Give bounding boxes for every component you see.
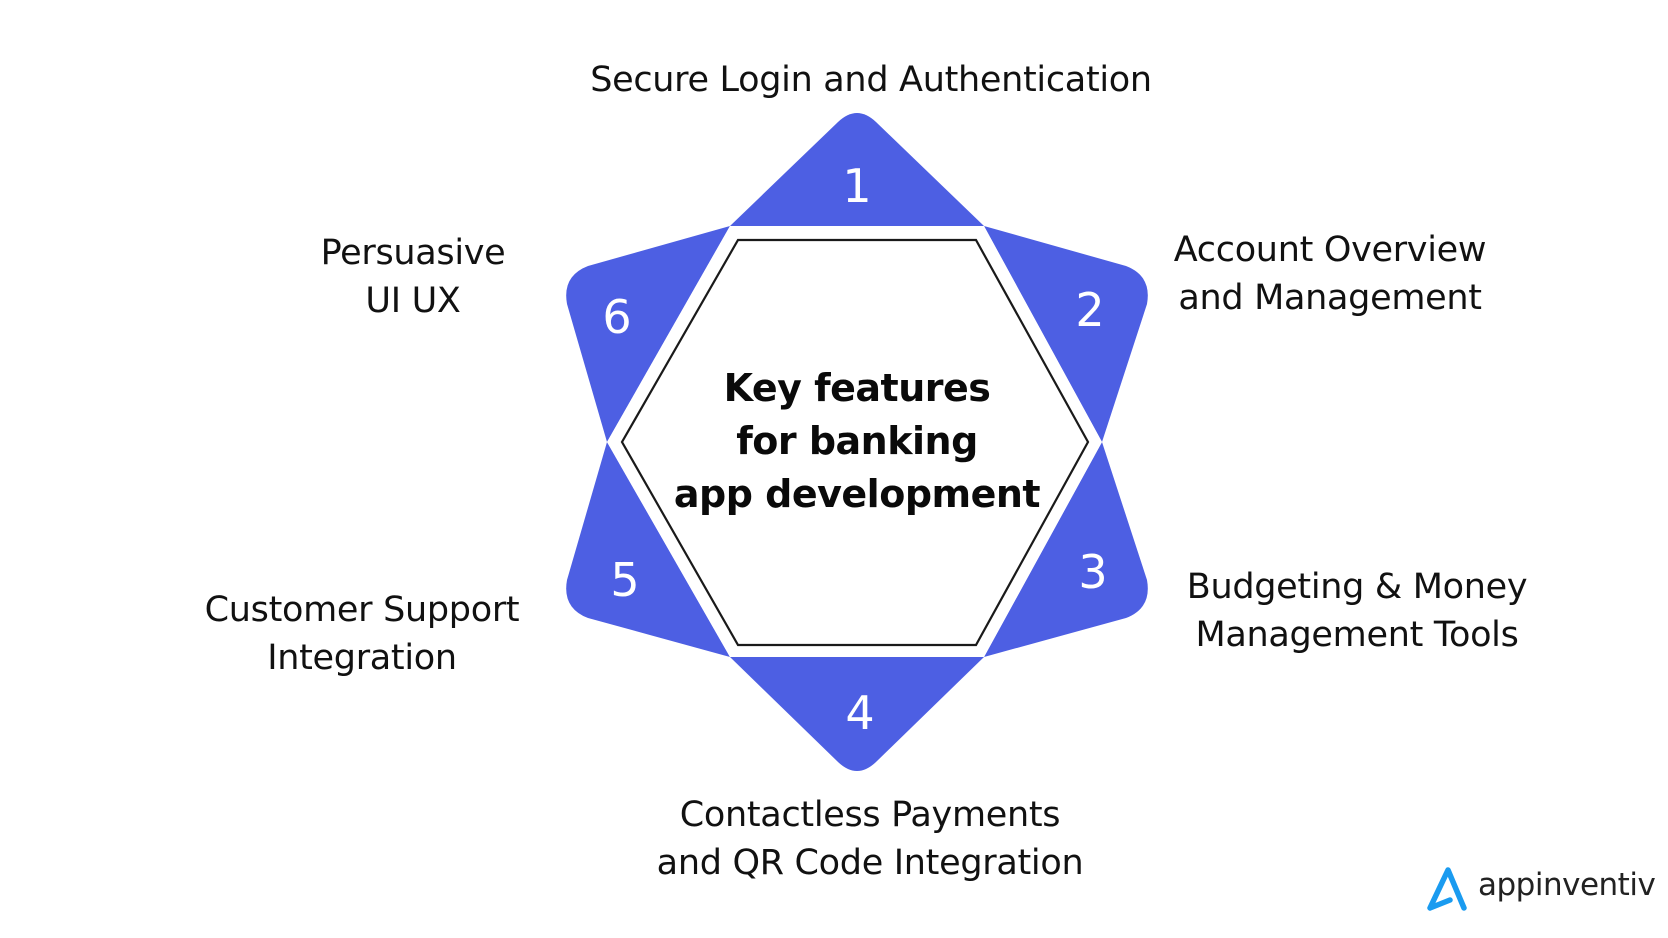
feature-label-line: and QR Code Integration [656, 843, 1084, 883]
feature-label-line: Budgeting & Money [1186, 567, 1528, 607]
center-hexagon-outline [620, 238, 1090, 647]
brand-name: appinventiv [1478, 867, 1656, 903]
petal-2 [984, 226, 1148, 442]
feature-label-5: Customer Support Integration [192, 586, 532, 682]
feature-label-line: UI UX [365, 281, 461, 321]
petal-1 [730, 113, 984, 226]
feature-label-3: Budgeting & Money Management Tools [1177, 563, 1537, 659]
feature-label-4: Contactless Payments and QR Code Integra… [630, 791, 1110, 887]
feature-label-line: Integration [267, 638, 457, 678]
petal-number-1: 1 [842, 159, 871, 213]
diagram-center-title: Key features for banking app development [657, 362, 1057, 521]
brand-logo: appinventiv [1424, 864, 1656, 914]
feature-label-line: Contactless Payments [679, 795, 1061, 835]
feature-label-line: Persuasive [320, 233, 506, 273]
feature-label-line: Management Tools [1195, 615, 1519, 655]
petal-5 [566, 442, 730, 657]
center-title-line: Key features [723, 366, 991, 410]
petal-6 [566, 226, 730, 442]
petal-number-6: 6 [602, 290, 631, 344]
center-hexagon-fill [607, 226, 1102, 657]
center-title-line: app development [673, 472, 1041, 516]
feature-label-1: Secure Login and Authentication [571, 56, 1171, 104]
petal-3 [984, 442, 1148, 657]
petal-number-2: 2 [1075, 283, 1104, 337]
feature-label-line: Secure Login and Authentication [590, 60, 1152, 100]
appinventiv-a-logo-icon [1427, 867, 1467, 911]
feature-label-6: Persuasive UI UX [283, 229, 543, 325]
petal-number-4: 4 [845, 686, 874, 740]
feature-label-line: Account Overview [1173, 230, 1487, 270]
feature-label-2: Account Overview and Management [1160, 226, 1500, 322]
petal-4 [730, 657, 984, 771]
center-title-line: for banking [736, 419, 978, 463]
petal-number-3: 3 [1078, 545, 1107, 599]
feature-label-line: and Management [1178, 278, 1482, 318]
petal-number-5: 5 [610, 553, 639, 607]
feature-label-line: Customer Support [204, 590, 520, 630]
